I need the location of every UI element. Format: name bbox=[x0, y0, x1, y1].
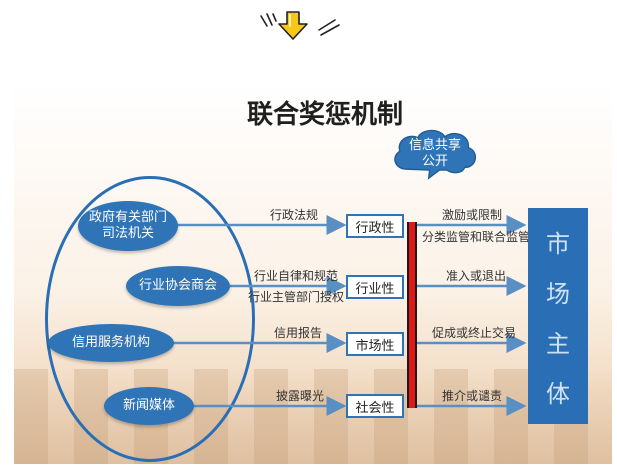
actor-media-label: 新闻媒体 bbox=[122, 398, 175, 413]
actor-credit-label: 信用服务机构 bbox=[71, 335, 150, 350]
connector-lines bbox=[172, 215, 527, 416]
nature-box-market: 市场性 bbox=[346, 332, 404, 356]
nature-administrative-label: 行政性 bbox=[355, 220, 395, 236]
actor-industry-association: 行业协会商会 bbox=[126, 266, 230, 306]
market-subject-char-2: 场 bbox=[546, 279, 570, 308]
market-subject-box: 市 场 主 体 bbox=[528, 208, 588, 424]
actor-news-media: 新闻媒体 bbox=[104, 387, 194, 425]
cloud-icon bbox=[394, 129, 476, 180]
effect-incentive-restriction: 激励或限制 bbox=[442, 208, 503, 222]
nature-box-administrative: 行政性 bbox=[346, 214, 404, 238]
channel-industry-authorization: 行业主管部门授权 bbox=[248, 290, 345, 304]
effect-entry-exit: 准入或退出 bbox=[446, 269, 507, 283]
actor-government-label: 政府有关部门 司法机关 bbox=[88, 210, 167, 241]
diagram-slide: 联合奖惩机制 政府有关部门 司法机关 行业协会商会 信用服务机构 新闻媒 bbox=[14, 84, 612, 464]
channel-credit-report: 信用报告 bbox=[274, 326, 323, 340]
nature-industry-label: 行业性 bbox=[355, 281, 395, 297]
nature-social-label: 社会性 bbox=[355, 400, 395, 416]
effect-classified-supervision: 分类监管和联合监管 bbox=[422, 230, 531, 244]
channel-industry-self-discipline: 行业自律和规范 bbox=[254, 269, 339, 283]
channel-admin-regulation: 行政法规 bbox=[270, 208, 319, 222]
effect-transaction: 促成或终止交易 bbox=[432, 326, 517, 340]
actor-credit-service: 信用服务机构 bbox=[48, 324, 174, 362]
market-subject-char-4: 体 bbox=[546, 379, 570, 408]
actor-industry-label: 行业协会商会 bbox=[138, 278, 217, 293]
nature-box-industry: 行业性 bbox=[346, 275, 404, 299]
nature-box-social: 社会性 bbox=[346, 394, 404, 418]
effect-recommend-condemn: 推介或谴责 bbox=[442, 389, 503, 403]
market-subject-char-1: 市 bbox=[546, 229, 570, 258]
actor-government-judicial: 政府有关部门 司法机关 bbox=[78, 201, 178, 251]
channel-disclosure: 披露曝光 bbox=[276, 389, 325, 403]
market-subject-char-3: 主 bbox=[546, 329, 570, 358]
down-arrow-icon bbox=[255, 6, 345, 50]
actors-ellipse bbox=[45, 176, 255, 462]
info-sharing-label: 信息共享 公开 bbox=[408, 138, 461, 169]
nature-market-label: 市场性 bbox=[355, 338, 395, 354]
diagram-title: 联合奖惩机制 bbox=[246, 100, 403, 130]
